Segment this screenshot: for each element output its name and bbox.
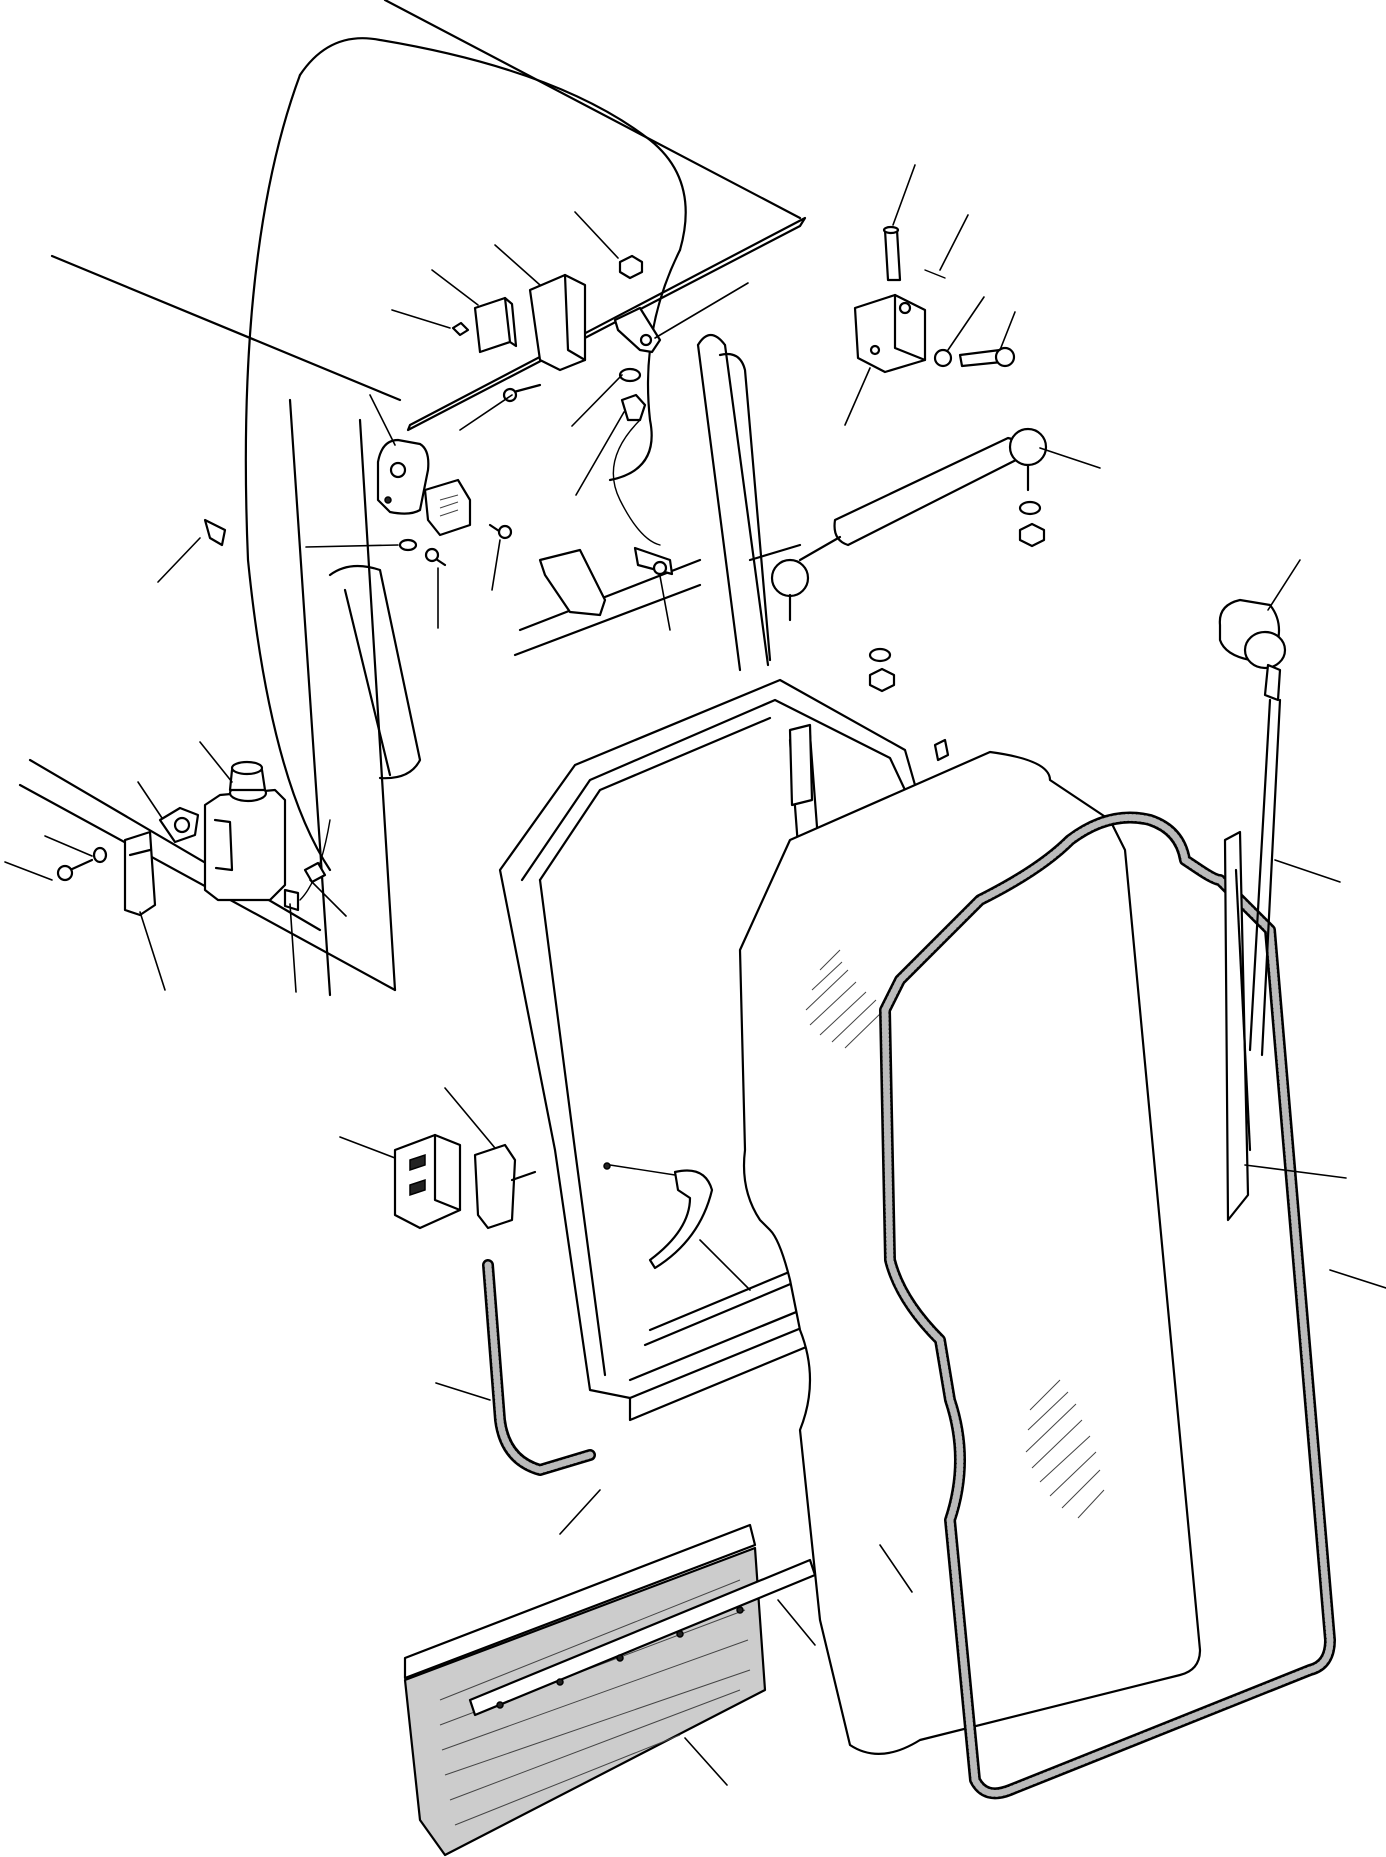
- leader-hose-connector: [309, 879, 347, 917]
- leader-wiper-motor: [1267, 559, 1301, 611]
- leader-wiper-blade: [1244, 1164, 1347, 1179]
- leader-door-frame: [559, 1489, 601, 1535]
- glass-seal-group: [879, 811, 1336, 1800]
- leader-door-lock: [444, 1087, 496, 1149]
- leader-mud-flap: [684, 1737, 728, 1786]
- leader-cab-nut: [574, 211, 619, 259]
- callout-leaders: [4, 164, 1386, 1786]
- leader-gas-strut: [1039, 447, 1101, 469]
- washer-tank-shape: [203, 788, 287, 902]
- leader-tank-bracket: [139, 911, 166, 991]
- leader-bracket-screw: [459, 394, 513, 431]
- mud-flap-group: [403, 1523, 817, 1857]
- leader-split-pin: [939, 214, 969, 271]
- door-catch-shape: [538, 548, 607, 617]
- door-lock-shape: [473, 1143, 517, 1230]
- leader-door-handle: [699, 1239, 751, 1291]
- leader-lock-body-screw: [491, 539, 501, 591]
- wiper-blade-shape: [1223, 830, 1250, 1222]
- retainer-top: [403, 1523, 757, 1680]
- cab-nut-shape: [618, 254, 644, 280]
- leader-washer-tank: [199, 741, 233, 783]
- cab-structure: [18, 0, 807, 997]
- leader-latch-pin: [659, 575, 671, 631]
- small-nut-shape: [451, 321, 470, 337]
- washer-tank-group: [56, 760, 331, 917]
- leader-tank-outlet: [289, 903, 297, 993]
- leader-edge-seal: [435, 1382, 491, 1401]
- door-glass-group: [738, 750, 1202, 1755]
- pad-shape: [473, 296, 512, 354]
- leader-tank-washer: [44, 835, 93, 857]
- clip-shape: [203, 518, 227, 547]
- retainer-strip-shape: [468, 1558, 817, 1717]
- leader-clip: [157, 537, 201, 583]
- leader-pad: [431, 269, 479, 306]
- leader-hinge-bracket: [844, 367, 871, 426]
- gas-strut-shape: [833, 436, 1022, 547]
- lock-cover-shape: [393, 1133, 462, 1230]
- hinge-parts: [770, 225, 1048, 693]
- wiper-group: [1218, 598, 1287, 1222]
- leader-striker-bolt: [575, 411, 625, 496]
- latch-parts: [203, 254, 674, 617]
- leader-glass-seal: [1329, 1269, 1386, 1289]
- leader-hinge-pin: [892, 164, 916, 226]
- lock-plate-shape: [376, 438, 430, 515]
- leader-lock-cover: [339, 1136, 396, 1159]
- leader-small-nut: [391, 309, 451, 329]
- lock-group: [393, 1133, 714, 1270]
- leader-latch-bracket: [494, 244, 541, 286]
- leader-hinge-bolt: [999, 311, 1016, 351]
- leader-hinge-washer: [947, 296, 985, 351]
- leader-tank-bolt: [4, 861, 53, 881]
- leader-striker-plate: [654, 282, 749, 339]
- door-handle-shape: [648, 1169, 714, 1270]
- leader-lock-plate: [369, 394, 396, 446]
- leader-wiper-arm: [1274, 859, 1341, 883]
- leader-lock-washer: [305, 544, 399, 548]
- leader-washer-pump: [137, 781, 163, 819]
- leader-striker-washer: [571, 374, 623, 427]
- leader-door-glass: [879, 1544, 913, 1593]
- leader-retainer-strip: [777, 1599, 816, 1646]
- edge-seal-group: [482, 1259, 596, 1476]
